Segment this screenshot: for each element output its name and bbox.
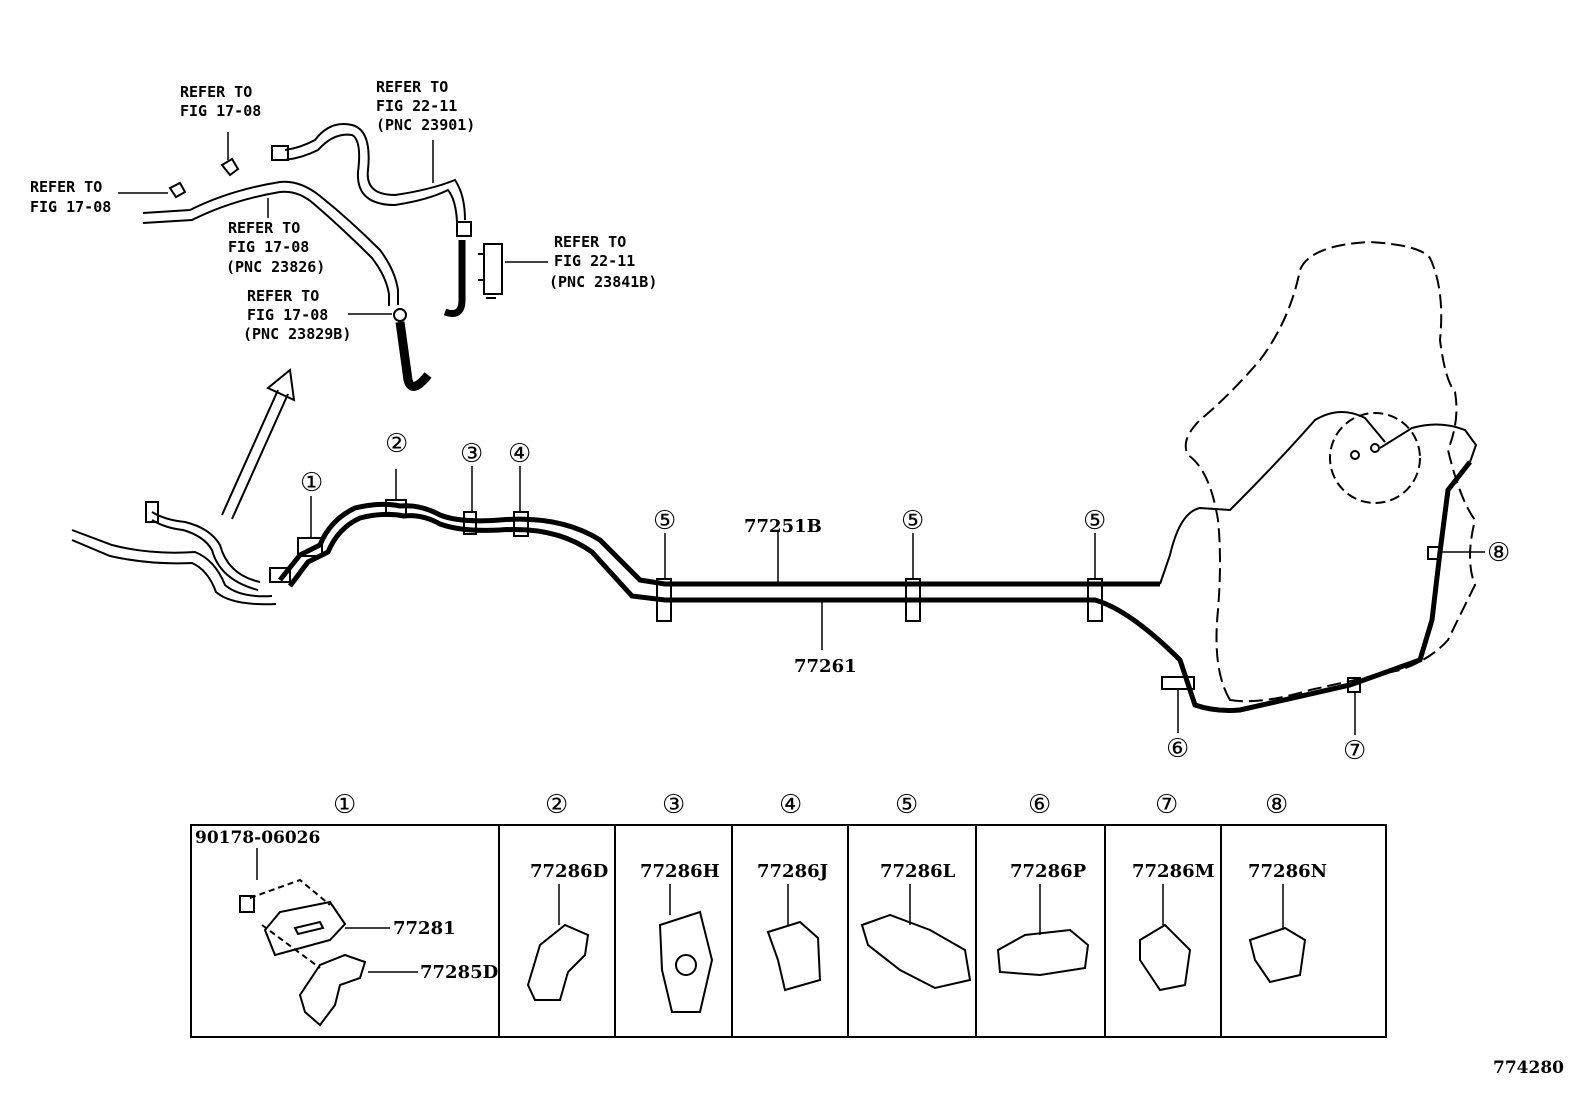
callout-line: REFER TO — [376, 78, 448, 96]
clamp-marker-5b: ⑤ — [901, 506, 924, 536]
table-header-3: ③ — [662, 790, 685, 820]
clamp-marker-6: ⑥ — [1166, 734, 1189, 764]
table-header-8: ⑧ — [1265, 790, 1288, 820]
table-header-1: ① — [333, 790, 356, 820]
clamp-marker-5a: ⑤ — [653, 506, 676, 536]
clamp-markers: ① ② ③ ④ ⑤ ⑤ ⑤ ⑥ ⑦ ⑧ — [300, 429, 1510, 766]
table-header-2: ② — [545, 790, 568, 820]
callout-line: REFER TO — [228, 219, 300, 237]
clamp-marker-8: ⑧ — [1487, 538, 1510, 568]
figure-number: 774280 — [1493, 1058, 1564, 1078]
part-number-cell-6: 77286P — [1010, 861, 1087, 882]
part-number-bracket: 77281 — [393, 918, 456, 939]
fuel-tank-outline — [1184, 240, 1477, 703]
main-tubes — [71, 411, 1478, 713]
callout-line: FIG 17-08 — [30, 198, 111, 216]
part-number-cell-3: 77286H — [640, 861, 720, 882]
callout-line: FIG 17-08 — [228, 238, 309, 256]
table-header-6: ⑥ — [1028, 790, 1051, 820]
callout-line: FIG 22-11 — [376, 97, 457, 115]
clamp-marker-1: ① — [300, 468, 323, 498]
callout-line: FIG 17-08 — [180, 102, 261, 120]
callout-line: (PNC 23826) — [226, 258, 325, 276]
part-number-cell-5: 77286L — [880, 861, 956, 882]
part-number-cell-7: 77286M — [1132, 861, 1215, 882]
tube-label-77261: 77261 — [794, 656, 857, 677]
callout-line: FIG 17-08 — [247, 306, 328, 324]
callout-line: (PNC 23901) — [376, 116, 475, 134]
callout-line: REFER TO — [554, 233, 626, 251]
callout-refer-d: REFER TO FIG 17-08 (PNC 23826) — [226, 219, 325, 276]
part-number-bolt: 90178-06026 — [195, 828, 320, 848]
callout-line: FIG 22-11 — [554, 252, 635, 270]
table-header-7: ⑦ — [1155, 790, 1178, 820]
part-number-cell-8: 77286N — [1248, 861, 1327, 882]
callout-line: REFER TO — [30, 178, 102, 196]
parts-table: ① ② ③ ④ ⑤ ⑥ ⑦ ⑧ 90178-06026 77281 77285D… — [190, 790, 1387, 1038]
callout-refer-c: REFER TO FIG 22-11 (PNC 23901) — [376, 78, 475, 134]
callout-refer-e: REFER TO FIG 22-11 (PNC 23841B) — [549, 233, 657, 291]
clamp-marker-5c: ⑤ — [1083, 506, 1106, 536]
part-number-cell-4: 77286J — [757, 861, 828, 882]
inset-hoses — [118, 123, 548, 520]
clamp-marker-7: ⑦ — [1343, 736, 1366, 766]
callout-line: REFER TO — [180, 83, 252, 101]
callout-refer-f: REFER TO FIG 17-08 (PNC 23829B) — [243, 287, 351, 343]
callout-line: REFER TO — [247, 287, 319, 305]
part-number-clamp: 77285D — [420, 962, 498, 983]
tube-label-77251b: 77251B — [744, 516, 822, 537]
part-number-cell-2: 77286D — [530, 861, 608, 882]
callout-line: (PNC 23841B) — [549, 273, 657, 291]
clamp-marker-3: ③ — [460, 439, 483, 469]
callout-refer-a: REFER TO FIG 17-08 — [180, 83, 261, 120]
callout-line: (PNC 23829B) — [243, 325, 351, 343]
table-header-5: ⑤ — [895, 790, 918, 820]
callout-refer-b: REFER TO FIG 17-08 — [30, 178, 111, 216]
clamp-marker-2: ② — [385, 429, 408, 459]
table-header-4: ④ — [779, 790, 802, 820]
clamp-marker-4: ④ — [508, 439, 531, 469]
